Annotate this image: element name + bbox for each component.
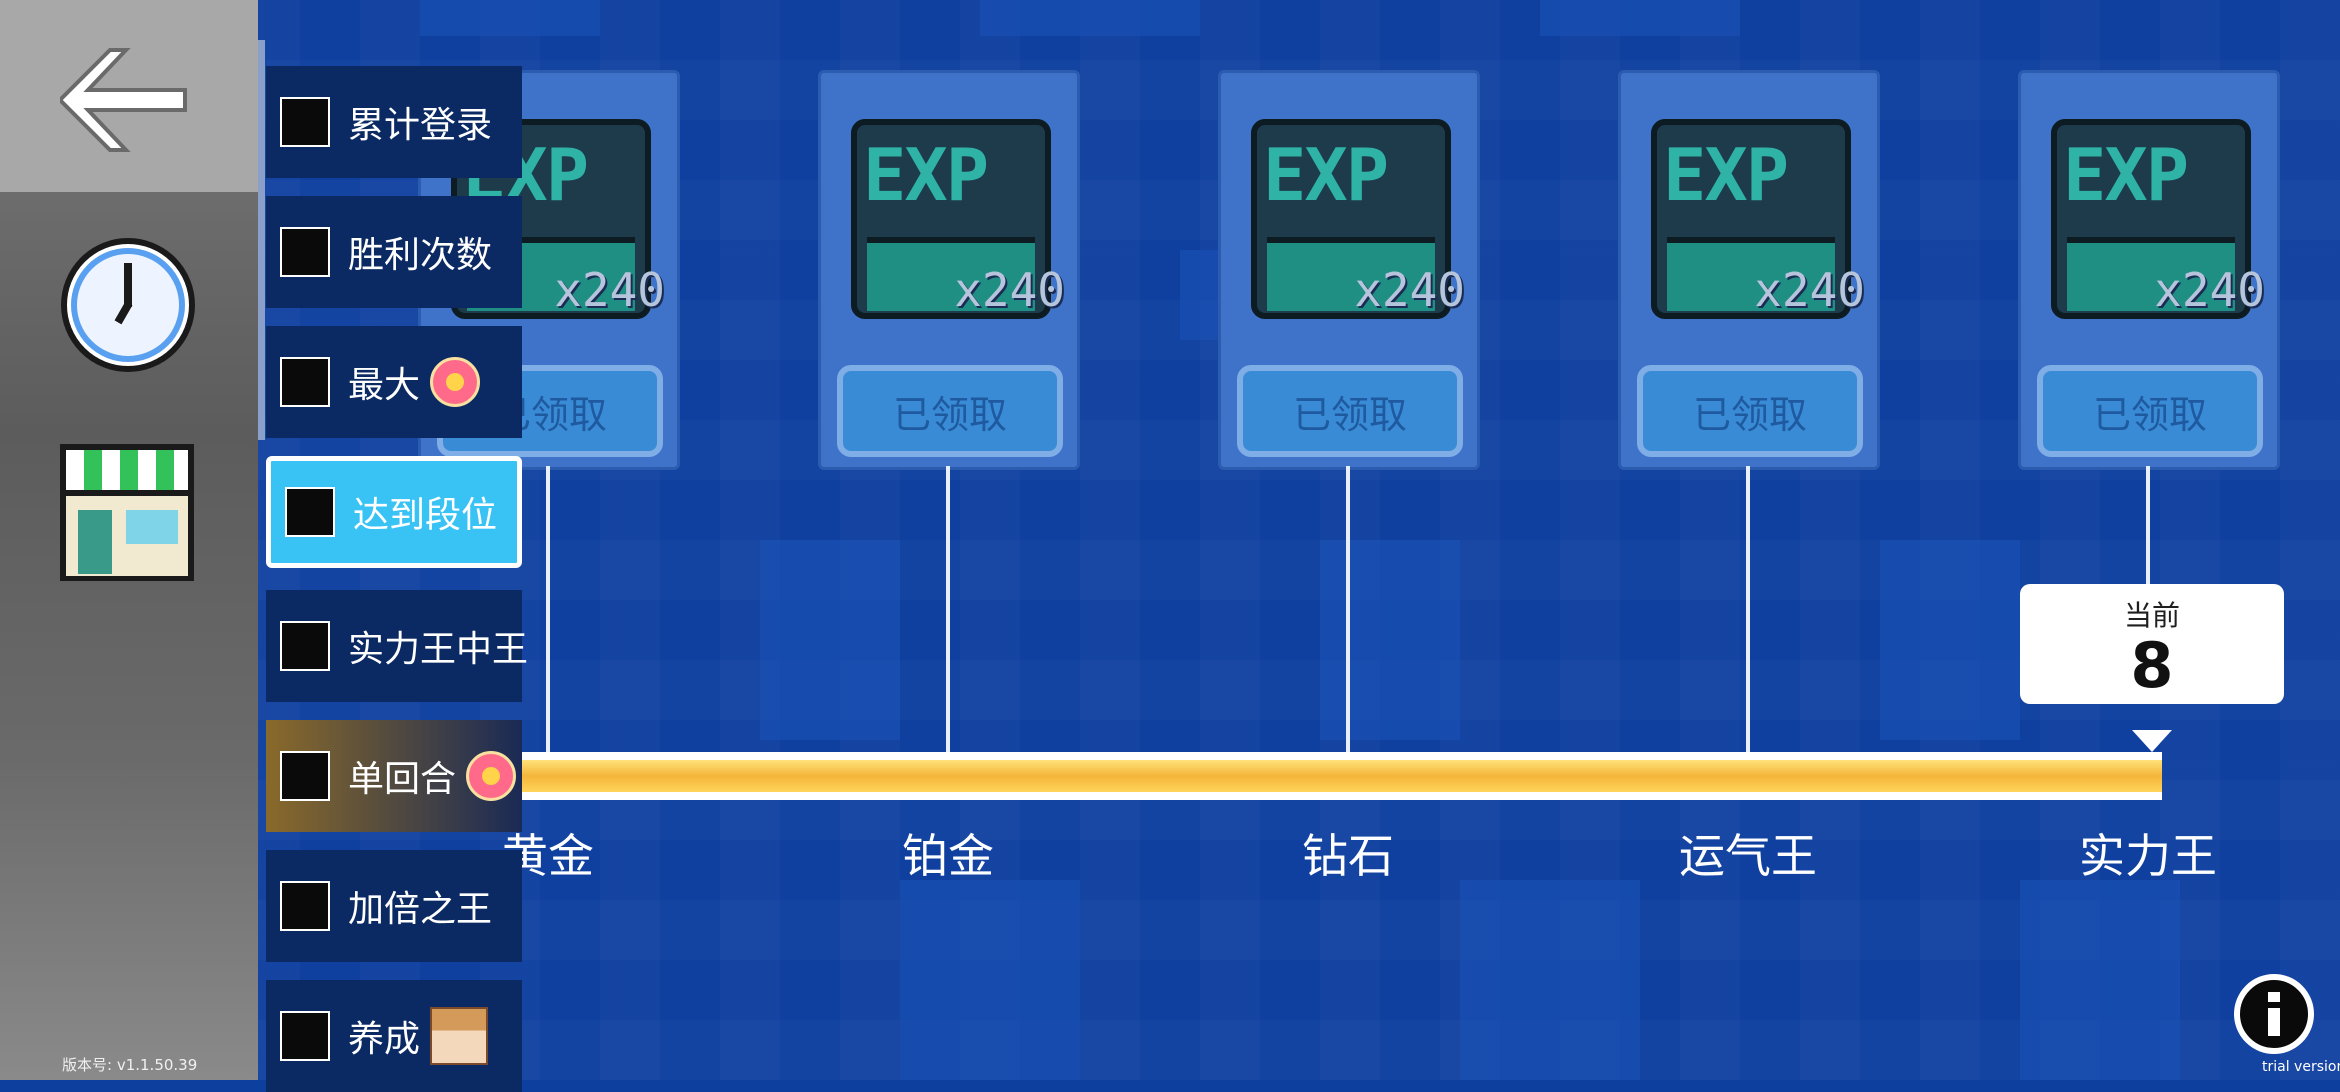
exp-icon: EXP bbox=[1651, 119, 1851, 319]
current-value: 8 bbox=[2130, 629, 2174, 702]
connector-line bbox=[946, 466, 950, 756]
rank-badge-icon bbox=[285, 487, 335, 537]
claim-button[interactable]: 已领取 bbox=[837, 365, 1063, 457]
reward-quantity: x240 bbox=[954, 263, 1065, 317]
connector-line bbox=[1746, 466, 1750, 756]
menu-item-reach-rank[interactable]: 达到段位 bbox=[266, 456, 522, 568]
menu-item-label: 养成 bbox=[348, 1019, 421, 1060]
menu-item-max[interactable]: 最大 bbox=[266, 326, 522, 438]
menu-item-label: 单回合 bbox=[348, 759, 457, 800]
menu-item-cultivate[interactable]: 养成 bbox=[266, 980, 522, 1092]
back-arrow-icon[interactable] bbox=[57, 45, 190, 155]
claim-button[interactable]: 已领取 bbox=[1237, 365, 1463, 457]
claim-button[interactable]: 已领取 bbox=[2037, 365, 2263, 457]
menu-item-cumulative-login[interactable]: 累计登录 bbox=[266, 66, 522, 178]
reward-card-3: EXP x240 已领取 bbox=[1218, 70, 1480, 470]
tier-label: 实力王 bbox=[2079, 829, 2217, 883]
reward-quantity: x240 bbox=[1354, 263, 1465, 317]
menu-item-single-round[interactable]: 单回合 bbox=[266, 720, 522, 832]
info-icon[interactable] bbox=[2234, 974, 2314, 1054]
reward-quantity: x240 bbox=[554, 263, 665, 317]
menu-item-label: 累计登录 bbox=[348, 105, 493, 146]
reward-item-name: EXP bbox=[2063, 133, 2189, 217]
tier-label: 铂金 bbox=[902, 829, 994, 883]
connector-line bbox=[1346, 466, 1350, 756]
checkbox-icon bbox=[280, 227, 330, 277]
shop-icon[interactable] bbox=[56, 440, 198, 585]
menu-item-king-of-kings[interactable]: 实力王中王 bbox=[266, 590, 528, 702]
character-avatar bbox=[430, 1007, 489, 1065]
connector-line bbox=[2146, 466, 2150, 586]
tier-label: 运气王 bbox=[1679, 829, 1817, 883]
reward-quantity: x240 bbox=[1754, 263, 1865, 317]
menu-item-label: 最大 bbox=[348, 365, 421, 406]
reward-item-name: EXP bbox=[1663, 133, 1789, 217]
reward-card-5: EXP x240 已领取 bbox=[2018, 70, 2280, 470]
reward-item-name: EXP bbox=[1263, 133, 1389, 217]
claim-button[interactable]: 已领取 bbox=[1637, 365, 1863, 457]
menu-item-double-king[interactable]: 加倍之王 bbox=[266, 850, 522, 962]
thumbs-up-icon bbox=[280, 357, 330, 407]
reward-item-name: EXP bbox=[863, 133, 989, 217]
login-calendar-icon bbox=[280, 97, 330, 147]
exp-icon: EXP bbox=[851, 119, 1051, 319]
menu-item-win-count[interactable]: 胜利次数 bbox=[266, 196, 522, 308]
version-label: 版本号: v1.1.50.39 bbox=[62, 1056, 198, 1074]
current-pointer bbox=[2132, 730, 2172, 752]
tier-label: 钻石 bbox=[1302, 829, 1394, 883]
connector-line bbox=[546, 466, 550, 756]
clock-icon[interactable] bbox=[58, 235, 198, 375]
side-rail: 版本号: v1.1.50.39 bbox=[0, 0, 258, 1080]
category-menu: 累计登录 胜利次数 最大 达到段位 实力王中王 单回合 加倍之王 养成 bbox=[266, 0, 528, 1092]
progress-track bbox=[522, 752, 2162, 800]
menu-item-label: 实力王中王 bbox=[348, 629, 529, 670]
exp-icon: EXP bbox=[1251, 119, 1451, 319]
progress-fill bbox=[522, 760, 2162, 792]
menu-item-label: 胜利次数 bbox=[348, 235, 493, 276]
current-rank-marker: 当前 8 bbox=[2020, 584, 2284, 704]
exp-icon: EXP bbox=[2051, 119, 2251, 319]
arrow-up-right-icon bbox=[280, 1011, 330, 1061]
flower-badge-icon bbox=[466, 751, 517, 801]
single-round-icon bbox=[280, 751, 330, 801]
current-title: 当前 bbox=[2123, 599, 2180, 632]
menu-item-label: 达到段位 bbox=[353, 495, 498, 536]
trial-watermark: trial version bbox=[2262, 1059, 2340, 1075]
menu-scrollbar[interactable] bbox=[258, 40, 265, 440]
double-x2-icon bbox=[280, 881, 330, 931]
reward-card-4: EXP x240 已领取 bbox=[1618, 70, 1880, 470]
reward-card-2: EXP x240 已领取 bbox=[818, 70, 1080, 470]
flower-badge-icon bbox=[430, 357, 481, 407]
reward-quantity: x240 bbox=[2154, 263, 2265, 317]
menu-item-label: 加倍之王 bbox=[348, 889, 493, 930]
crown-shield-icon bbox=[280, 621, 330, 671]
